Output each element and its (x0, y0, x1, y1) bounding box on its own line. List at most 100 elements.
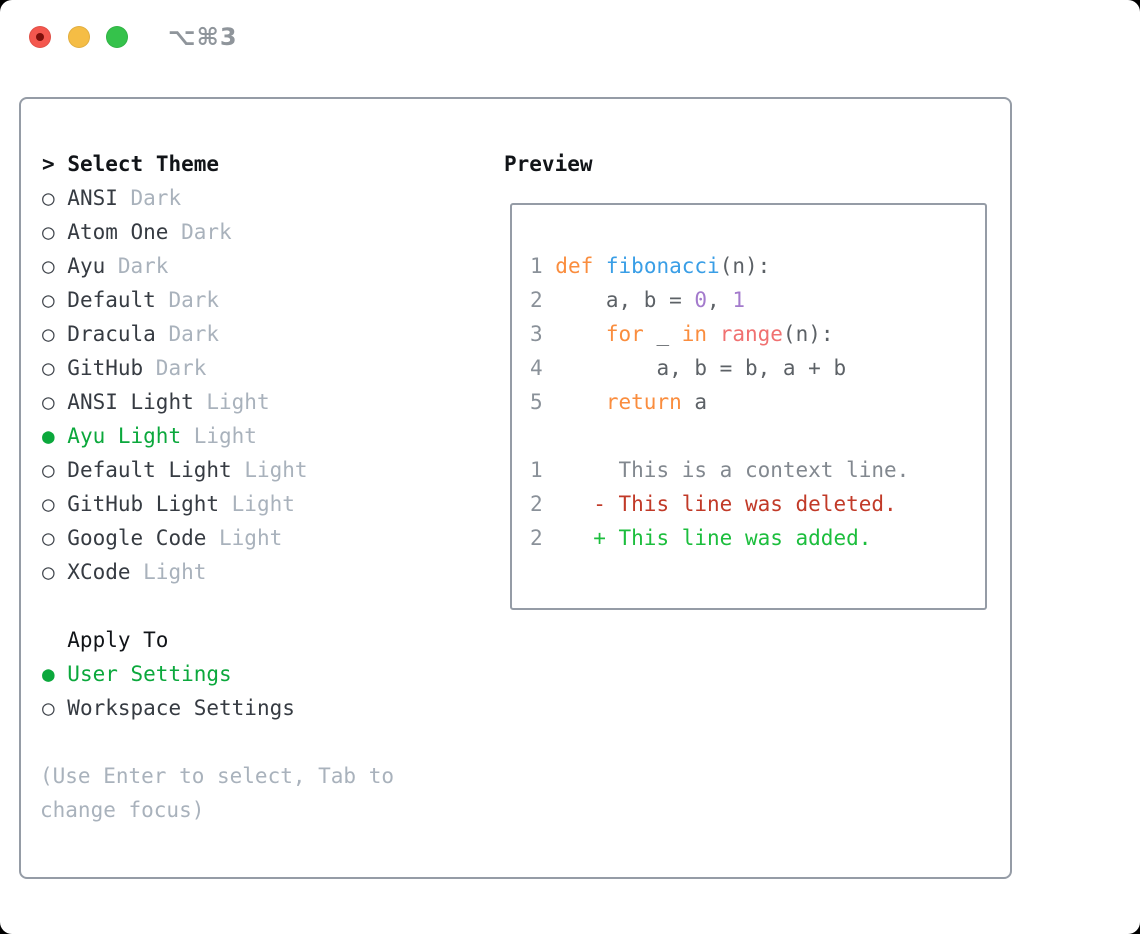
radio-unselected-icon: ○ (42, 254, 68, 278)
theme-option-ayu[interactable]: ○ Ayu Dark (42, 249, 308, 283)
theme-variant-label: Light (219, 492, 295, 516)
theme-option-ansi-light[interactable]: ○ ANSI Light Light (42, 385, 308, 419)
theme-option-default-light[interactable]: ○ Default Light Light (42, 453, 308, 487)
radio-unselected-icon: ○ (42, 356, 68, 380)
code-token: 4 (530, 356, 556, 380)
radio-selected-icon: ● (42, 424, 68, 448)
theme-name: GitHub Light (67, 492, 220, 516)
code-token: , (707, 288, 733, 312)
apply-option-label: User Settings (67, 662, 232, 686)
theme-list: > Select Theme ○ ANSI Dark○ Atom One Dar… (42, 147, 308, 589)
theme-variant-label: Dark (117, 186, 182, 210)
titlebar: ⌥⌘3 (0, 0, 1140, 74)
apply-option-label: Workspace Settings (67, 696, 295, 720)
radio-unselected-icon: ○ (42, 526, 68, 550)
theme-variant-label: Dark (168, 220, 232, 244)
unsaved-changes-dot (36, 33, 44, 41)
code-line: 5 return a (530, 385, 985, 419)
theme-variant-label: Light (231, 458, 308, 482)
apply-to-section: Apply To ● User Settings○ Workspace Sett… (42, 623, 295, 725)
theme-option-dracula[interactable]: ○ Dracula Dark (42, 317, 308, 351)
radio-unselected-icon: ○ (42, 560, 68, 584)
code-token: for (605, 322, 644, 346)
window-title: ⌥⌘3 (168, 23, 238, 51)
radio-unselected-icon: ○ (42, 322, 68, 346)
radio-unselected-icon: ○ (42, 186, 68, 210)
code-line: 2 a, b = 0, 1 (530, 283, 985, 317)
code-token: - This line was deleted. (555, 492, 897, 516)
theme-option-ansi[interactable]: ○ ANSI Dark (42, 181, 308, 215)
theme-name: GitHub (67, 356, 144, 380)
minimize-button[interactable] (68, 26, 90, 48)
code-token (555, 322, 606, 346)
code-line: 1 def fibonacci(n): (530, 249, 985, 283)
radio-unselected-icon: ○ (42, 220, 68, 244)
code-token (555, 390, 606, 414)
preview-title: Preview (504, 152, 593, 176)
code-token: 3 (530, 322, 556, 346)
code-token: _ (643, 322, 682, 346)
apply-to-title: Apply To (67, 628, 169, 652)
theme-name: Default Light (67, 458, 232, 482)
theme-variant-label: Light (206, 526, 283, 550)
code-line: 1 This is a context line. (530, 453, 985, 487)
theme-option-ayu-light[interactable]: ● Ayu Light Light (42, 419, 308, 453)
theme-name: Default (67, 288, 156, 312)
radio-unselected-icon: ○ (42, 696, 68, 720)
code-token: 0 (694, 288, 708, 312)
theme-option-github-light[interactable]: ○ GitHub Light Light (42, 487, 308, 521)
code-token: 2 (530, 288, 556, 312)
apply-option-workspace-settings[interactable]: ○ Workspace Settings (42, 691, 295, 725)
theme-option-xcode[interactable]: ○ XCode Light (42, 555, 308, 589)
radio-unselected-icon: ○ (42, 390, 68, 414)
theme-name: Ayu Light (67, 424, 182, 448)
close-button[interactable] (29, 26, 51, 48)
code-token: range (719, 322, 783, 346)
code-token: 1 (732, 288, 745, 312)
theme-variant-label: Light (181, 424, 257, 448)
theme-variant-label: Dark (155, 288, 220, 312)
radio-selected-icon: ● (42, 662, 68, 686)
radio-unselected-icon: ○ (42, 288, 68, 312)
code-token: (n): (719, 254, 771, 278)
theme-option-atom-one[interactable]: ○ Atom One Dark (42, 215, 308, 249)
code-token: a, b = b, a + b (555, 356, 847, 380)
code-line: 2 + This line was added. (530, 521, 985, 555)
code-token: 1 (530, 458, 556, 482)
theme-option-default[interactable]: ○ Default Dark (42, 283, 308, 317)
theme-list-title: Select Theme (67, 152, 220, 176)
code-line: 3 for _ in range(n): (530, 317, 985, 351)
radio-unselected-icon: ○ (42, 492, 68, 516)
code-token: 2 (530, 492, 556, 516)
code-token (593, 254, 606, 278)
apply-option-user-settings[interactable]: ● User Settings (42, 657, 295, 691)
code-token: def (555, 254, 594, 278)
theme-name: Atom One (67, 220, 169, 244)
code-token (707, 322, 720, 346)
code-token: This is a context line. (555, 458, 910, 482)
theme-list-header: > Select Theme (42, 147, 308, 181)
code-token: fibonacci (605, 254, 720, 278)
code-line (530, 419, 985, 453)
code-line: 4 a, b = b, a + b (530, 351, 985, 385)
code-line: 2 - This line was deleted. (530, 487, 985, 521)
code-token: a (681, 390, 708, 414)
theme-name: Google Code (67, 526, 207, 550)
help-text: (Use Enter to select, Tab to change focu… (40, 764, 395, 822)
theme-option-google-code[interactable]: ○ Google Code Light (42, 521, 308, 555)
theme-option-github[interactable]: ○ GitHub Dark (42, 351, 308, 385)
theme-variant-label: Dark (143, 356, 207, 380)
theme-name: Ayu (67, 254, 106, 278)
theme-name: Dracula (67, 322, 156, 346)
theme-variant-label: Dark (155, 322, 220, 346)
code-token: return (605, 390, 682, 414)
theme-variant-label: Dark (105, 254, 169, 278)
selection-prompt-icon: > (42, 152, 55, 176)
apply-to-options: ● User Settings○ Workspace Settings (42, 657, 295, 725)
code-token: in (681, 322, 708, 346)
radio-unselected-icon: ○ (42, 458, 68, 482)
zoom-button[interactable] (106, 26, 128, 48)
